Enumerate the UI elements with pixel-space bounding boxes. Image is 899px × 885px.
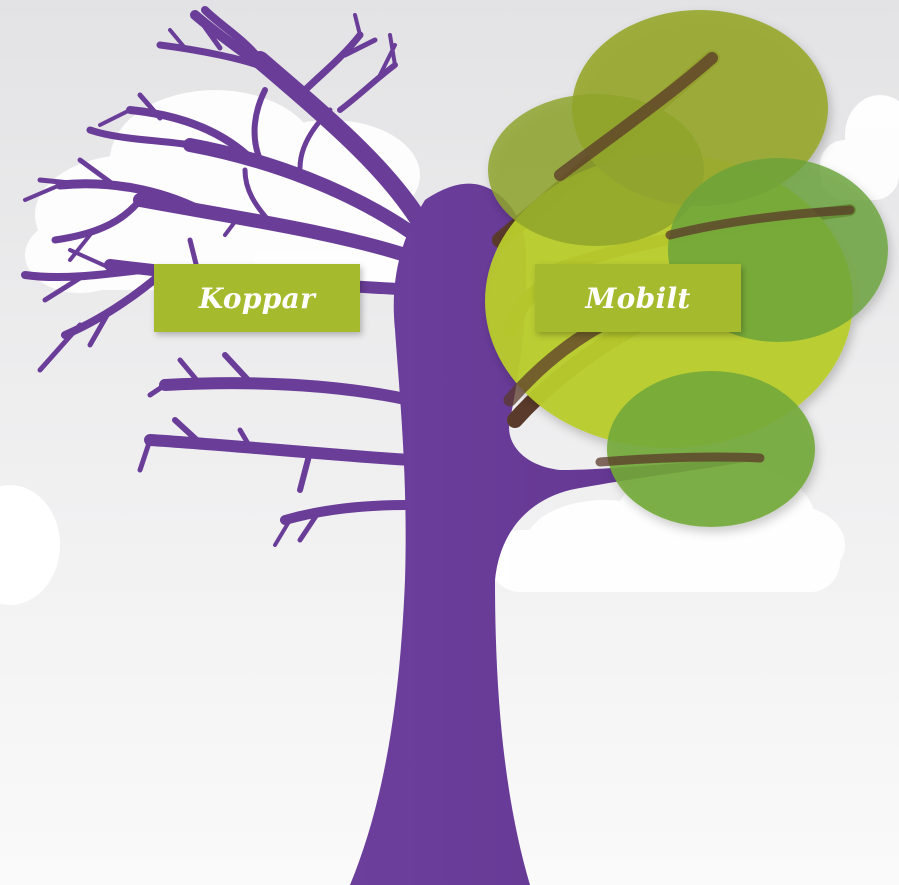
purple-tree-icon xyxy=(350,183,745,885)
bare-branches xyxy=(21,6,434,547)
koppar-label-button[interactable]: Koppar xyxy=(154,264,360,332)
koppar-label-text: Koppar xyxy=(198,281,316,315)
mobilt-label-text: Mobilt xyxy=(585,281,691,315)
mobilt-label-button[interactable]: Mobilt xyxy=(535,264,741,332)
